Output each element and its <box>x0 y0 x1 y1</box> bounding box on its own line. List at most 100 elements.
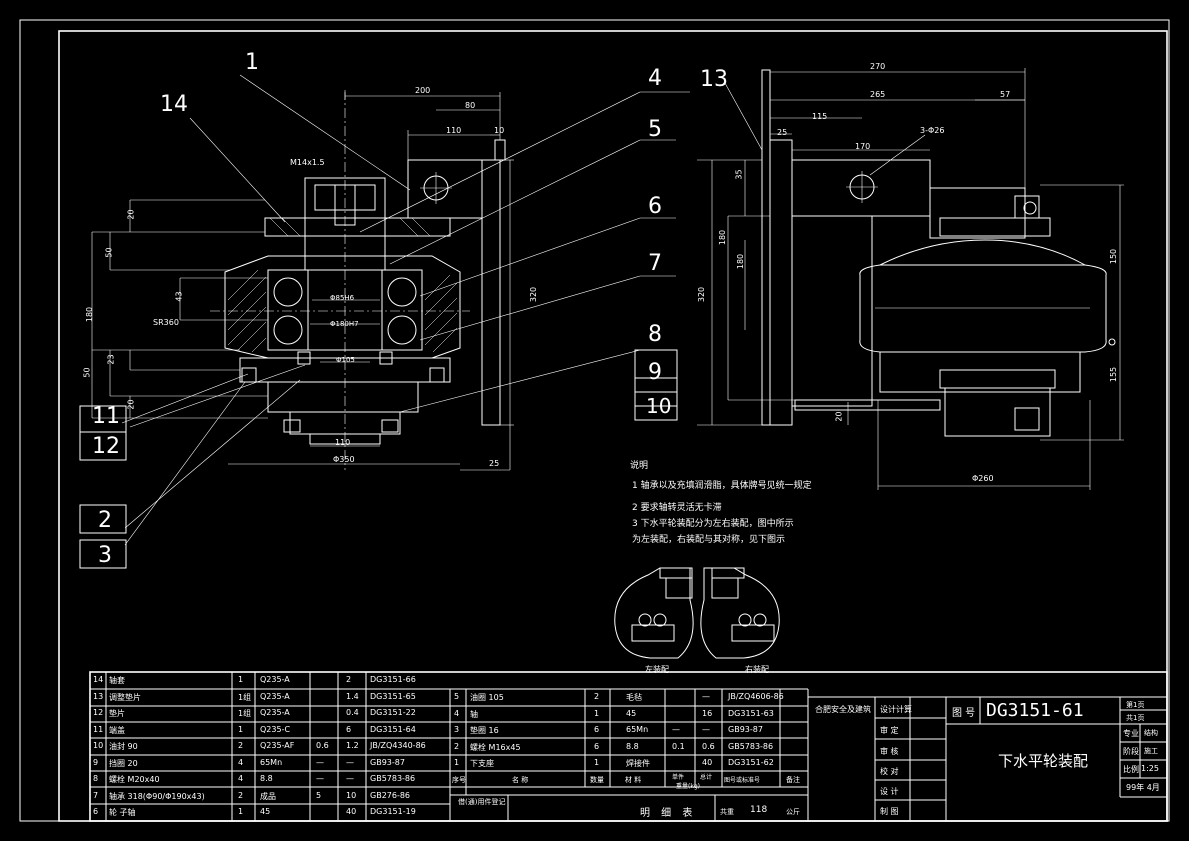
dim-left-200: 200 <box>415 86 431 95</box>
left_rows-cell: Q235-A <box>260 691 290 701</box>
balloon-9: 9 <box>648 360 662 385</box>
bom-header-qty: 数量 <box>590 776 604 784</box>
left_rows-cell: DG3151-65 <box>370 691 416 701</box>
balloon-2: 2 <box>98 508 112 533</box>
right_rows-cell: 8.8 <box>626 741 639 751</box>
left_rows-cell: 10 <box>93 741 104 750</box>
left_rows-cell: 1 <box>238 807 244 816</box>
dim-right-57: 57 <box>1000 90 1011 99</box>
dim-left-thread: M14x1.5 <box>290 158 325 167</box>
left_rows-cell: GB276-86 <box>370 790 411 800</box>
right-side-view <box>697 68 1124 490</box>
dim-right-260: Φ260 <box>972 474 994 483</box>
left_rows-cell: — <box>316 774 324 783</box>
title-block-grid <box>79 349 1168 822</box>
right_rows-cell: 油圈 105 <box>470 693 504 702</box>
balloon-14: 14 <box>160 92 188 117</box>
left_rows-cell: GB5783-86 <box>370 774 416 783</box>
left_rows-cell: 11 <box>93 724 104 734</box>
right_rows-cell: 焊接件 <box>626 759 650 768</box>
balloon-5: 5 <box>648 117 662 142</box>
dim-left-10: 10 <box>494 126 505 135</box>
left_rows-cell: 40 <box>346 807 357 816</box>
balloon-8: 8 <box>648 322 662 347</box>
left_rows-cell: — <box>316 757 324 767</box>
left_rows-cell: 1组 <box>238 692 252 702</box>
right_rows-cell: DG3151-62 <box>728 758 774 767</box>
right_rows-cell: 6 <box>594 741 600 751</box>
left_rows-cell: 成品 <box>260 791 276 801</box>
bom-title: 明 细 表 <box>640 808 697 819</box>
scale-label: 比例 <box>1123 765 1139 774</box>
left_rows-cell: 2 <box>238 790 244 800</box>
left_rows-cell: 端盖 <box>109 725 125 735</box>
left_rows-cell: Q235-AF <box>260 741 295 750</box>
right_rows-cell: 40 <box>702 758 713 767</box>
dim-left-50b: 50 <box>82 367 92 378</box>
dim-left-110b: 110 <box>335 438 351 447</box>
left_rows-cell: 12 <box>93 708 104 717</box>
bom-total-value: 118 <box>750 805 768 815</box>
bom-header-material: 材 料 <box>625 776 642 784</box>
left_rows-cell: 螺栓 M20x40 <box>109 775 160 784</box>
left_rows-cell: 1 <box>238 724 244 734</box>
left_rows-cell: DG3151-64 <box>370 724 416 734</box>
scale-value: 1:25 <box>1141 764 1159 773</box>
drawing-title: 下水平轮装配 <box>998 752 1089 770</box>
stage-value: 施工 <box>1144 747 1158 755</box>
dim-right-25: 25 <box>777 128 788 137</box>
dim-right-holes: 3-Φ26 <box>920 126 945 135</box>
mirror-sketches <box>614 567 780 659</box>
left_rows-cell: 0.6 <box>316 741 329 750</box>
bom-total-label: 共重 <box>720 808 734 816</box>
left_rows-cell: 0.4 <box>346 708 359 717</box>
left_rows-cell: 2 <box>346 675 352 684</box>
dim-left-sr360: SR360 <box>153 318 179 327</box>
right_rows-cell: 下支座 <box>470 759 494 768</box>
dim-right-180: 180 <box>718 229 728 246</box>
balloon-13: 13 <box>700 67 728 92</box>
left_rows-cell: 调整垫片 <box>109 692 141 702</box>
right_rows-cell: 1 <box>454 758 460 767</box>
signoff-5: 设 计 <box>880 787 899 796</box>
left_rows-cell: 1.2 <box>346 741 359 750</box>
dim-left-350: Φ350 <box>333 455 355 464</box>
right_rows-cell: DG3151-63 <box>728 708 774 718</box>
right_rows-cell: 1 <box>594 758 600 767</box>
dim-right-155: 155 <box>1109 366 1119 383</box>
balloon-12: 12 <box>92 434 120 459</box>
dim-left-50: 50 <box>104 247 114 258</box>
right_rows-cell: 轴 <box>470 709 478 719</box>
signoff-4: 校 对 <box>880 767 899 776</box>
signoff-3: 审 核 <box>880 747 899 756</box>
dim-right-20: 20 <box>834 411 844 422</box>
signoff-2: 审 定 <box>880 726 899 735</box>
balloon-1: 1 <box>245 50 259 75</box>
left_rows-cell: JB/ZQ4340-86 <box>370 741 426 750</box>
left_rows-cell: Q235-C <box>260 724 291 734</box>
balloon-7: 7 <box>648 251 662 276</box>
bom-header-std: 图号或标准号 <box>724 777 761 784</box>
left_rows-cell: 10 <box>346 790 357 800</box>
right_rows-cell: 垫圈 16 <box>470 726 499 735</box>
left_rows-cell: DG3151-66 <box>370 675 416 684</box>
dim-left-bore-180: Φ180H7 <box>330 320 359 328</box>
left_rows-cell: 1组 <box>238 709 252 718</box>
right_rows-cell: 0.1 <box>672 741 685 751</box>
left_rows-cell: 45 <box>260 807 271 816</box>
left_rows-cell: 1.4 <box>346 691 359 701</box>
left_rows-cell: DG3151-19 <box>370 807 416 816</box>
note-2: 2 要求轴转灵活无卡滞 <box>632 503 722 513</box>
right_rows-cell: 1 <box>594 708 600 718</box>
right_rows-cell: — <box>702 692 710 701</box>
right_rows-cell: JB/ZQ4606-86 <box>728 692 784 701</box>
dim-left-bore-85: Φ85H6 <box>330 294 355 302</box>
right_rows-cell: 5 <box>454 692 460 701</box>
left_rows-cell: 14 <box>93 675 104 684</box>
left_rows-cell: 轴套 <box>109 676 125 685</box>
dim-right-180b: 180 <box>736 253 746 270</box>
right_rows-cell: 2 <box>594 692 600 701</box>
dim-right-270: 270 <box>870 62 886 71</box>
left_rows-cell: 1 <box>238 675 244 684</box>
